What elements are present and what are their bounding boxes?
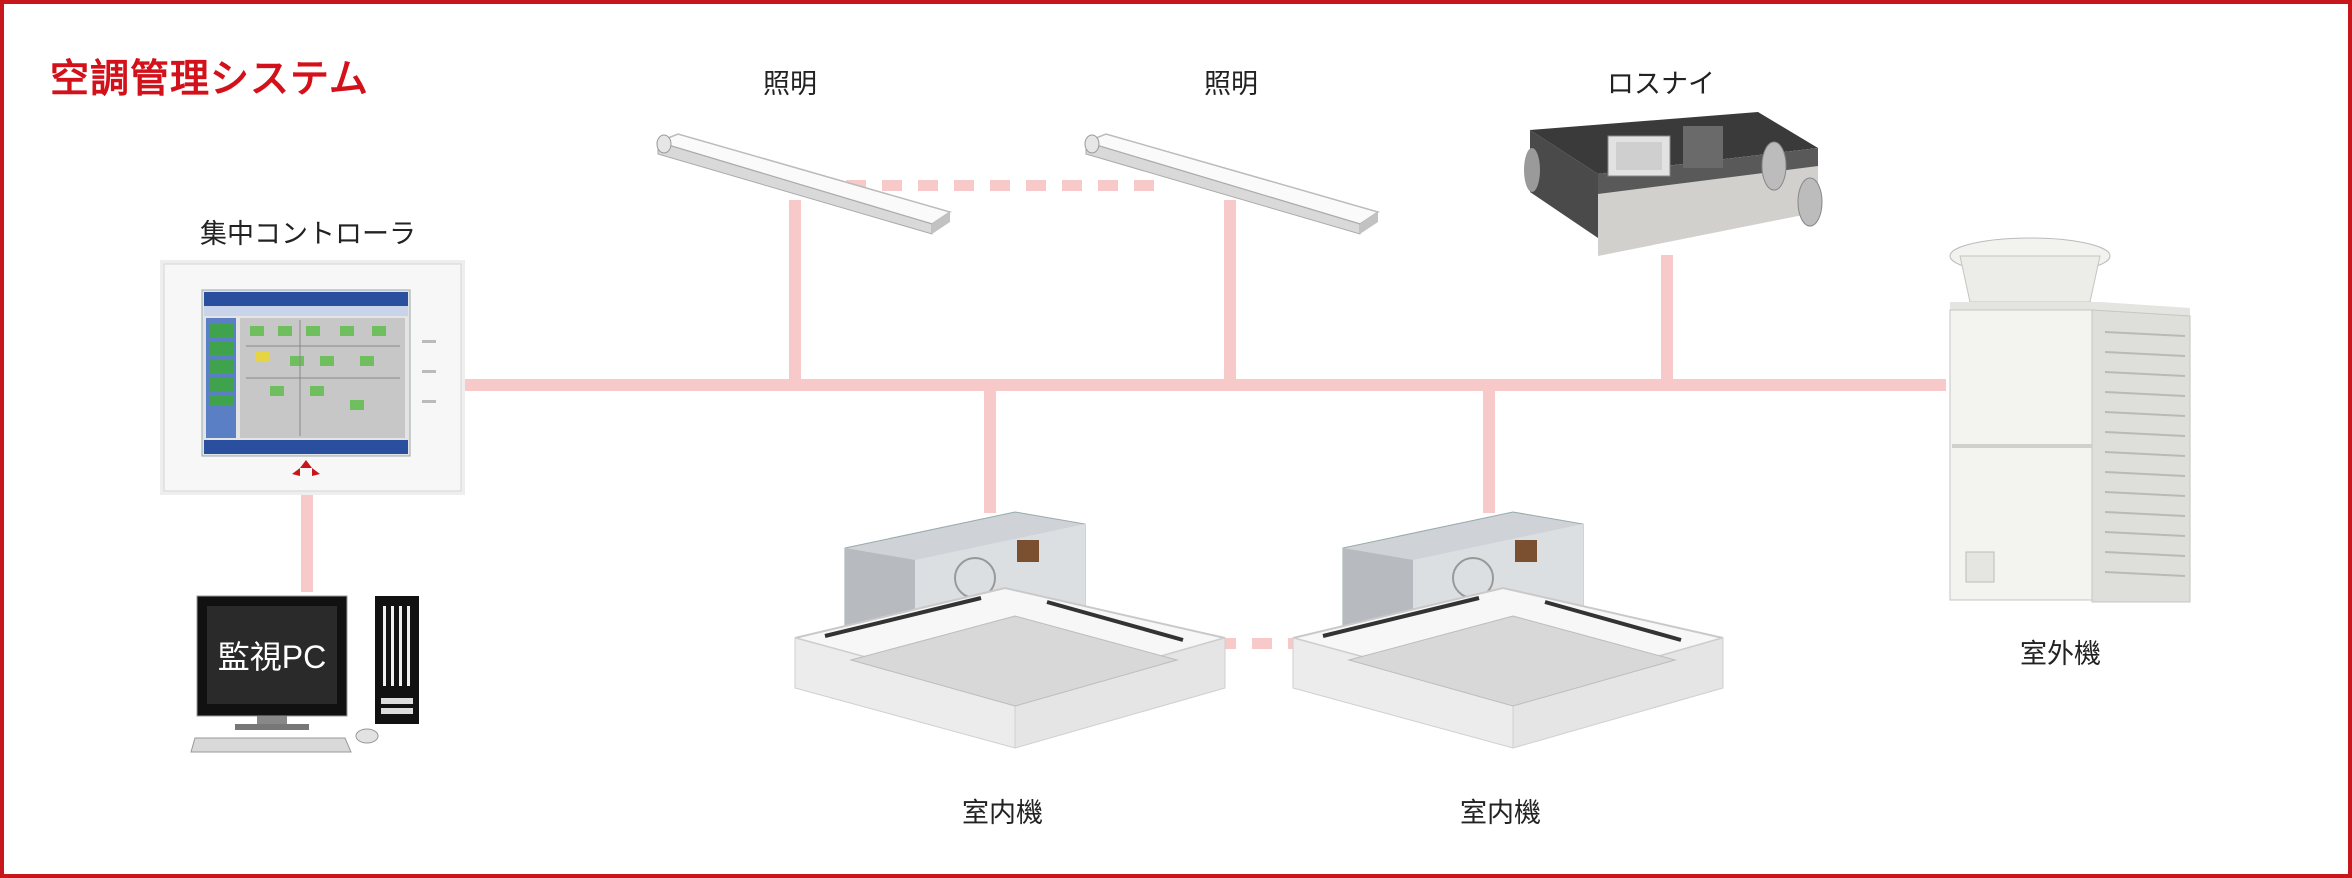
link-indoor-1 [984,388,996,513]
link-lighting-1 [789,200,801,380]
outdoor-unit-label: 室外機 [2020,639,2101,670]
link-lighting-dashed [810,180,1170,191]
indoor-unit-label-1: 室内機 [962,798,1043,829]
main-bus-line [460,379,1946,391]
link-indoor-dashed [1180,638,1330,649]
lossnay-label: ロスナイ [1607,69,1715,100]
lossnay-unit-icon [1524,112,1823,256]
link-indoor-2 [1483,388,1495,513]
outdoor-unit-icon [1949,237,2191,603]
lighting-label-2: 照明 [1204,69,1258,100]
lighting-fixture-icon-1 [655,133,952,235]
diagram-title: 空調管理システム [50,57,369,102]
indoor-unit-icon-2 [1292,511,1724,749]
link-lossnay [1661,255,1673,380]
lighting-label-1: 照明 [763,69,817,100]
indoor-unit-icon-1 [794,511,1226,749]
monitoring-pc-icon: 監視PC [190,595,419,753]
monitoring-pc-screen-text: 監視PC [218,639,326,675]
link-lighting-2 [1224,200,1236,380]
lighting-fixture-icon-2 [1083,133,1380,235]
link-monitoring-pc [301,494,313,592]
central-controller-icon [160,260,465,495]
indoor-unit-label-2: 室内機 [1460,798,1541,829]
central-controller-label: 集中コントローラ [200,219,416,250]
